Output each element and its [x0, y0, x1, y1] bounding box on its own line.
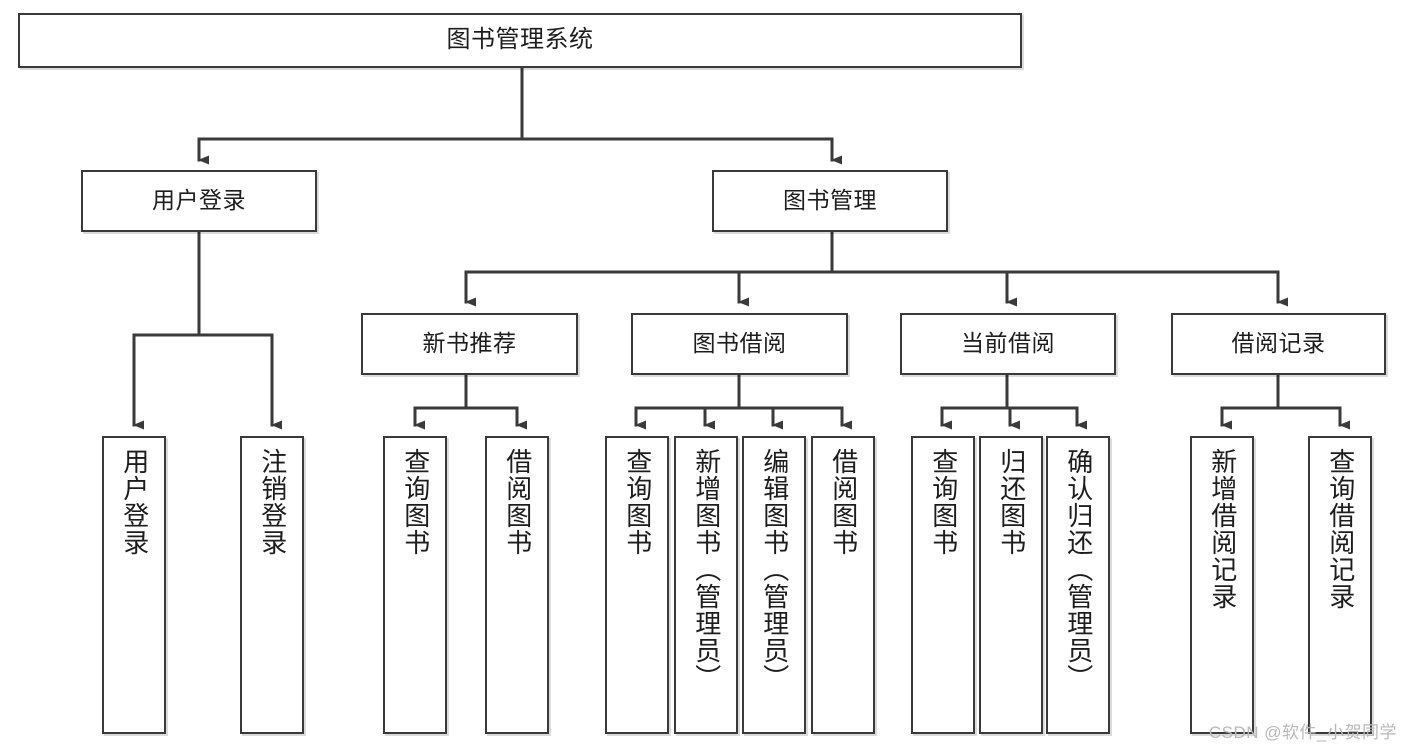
- node-new-book-recommend[interactable]: 新书推荐: [361, 313, 578, 375]
- leaf-add-book-admin-label: 新增图书（管理员）: [691, 448, 722, 691]
- leaf-borrow-book[interactable]: 借阅图书: [811, 436, 875, 734]
- leaf-query-book-current-label: 查询图书: [928, 448, 959, 556]
- leaf-edit-book-admin[interactable]: 编辑图书（管理员）: [742, 436, 806, 734]
- leaf-query-book-newbook[interactable]: 查询图书: [383, 436, 447, 734]
- leaf-confirm-return-admin-label: 确认归还（管理员）: [1063, 448, 1094, 691]
- leaf-confirm-return-admin[interactable]: 确认归还（管理员）: [1046, 436, 1110, 734]
- leaf-add-borrow-record[interactable]: 新增借阅记录: [1190, 436, 1254, 734]
- leaf-return-book[interactable]: 归还图书: [979, 436, 1043, 734]
- node-borrow-record-label: 借阅记录: [1231, 330, 1326, 357]
- node-book-management-label: 图书管理: [783, 187, 877, 214]
- leaf-logout-label: 注销登录: [257, 448, 288, 556]
- leaf-return-book-label: 归还图书: [996, 448, 1027, 556]
- node-user-login-label: 用户登录: [152, 187, 246, 214]
- leaf-add-book-admin[interactable]: 新增图书（管理员）: [674, 436, 738, 734]
- leaf-borrow-book-label: 借阅图书: [828, 448, 859, 556]
- node-borrow-record[interactable]: 借阅记录: [1171, 313, 1386, 375]
- node-current-borrow[interactable]: 当前借阅: [900, 313, 1116, 375]
- node-book-borrow[interactable]: 图书借阅: [631, 313, 848, 375]
- leaf-borrow-book-newbook[interactable]: 借阅图书: [485, 436, 549, 734]
- node-book-management[interactable]: 图书管理: [712, 170, 948, 232]
- leaf-query-borrow-record-label: 查询借阅记录: [1325, 448, 1356, 610]
- leaf-user-login-label: 用户登录: [119, 448, 150, 556]
- leaf-borrow-book-newbook-label: 借阅图书: [502, 448, 533, 556]
- node-new-book-recommend-label: 新书推荐: [422, 330, 517, 357]
- node-current-borrow-label: 当前借阅: [961, 330, 1055, 357]
- leaf-add-borrow-record-label: 新增借阅记录: [1207, 448, 1238, 610]
- leaf-user-login[interactable]: 用户登录: [102, 436, 166, 734]
- leaf-query-book-current[interactable]: 查询图书: [911, 436, 975, 734]
- leaf-query-book-borrow[interactable]: 查询图书: [605, 436, 669, 734]
- node-user-login[interactable]: 用户登录: [81, 170, 317, 232]
- leaf-query-book-borrow-label: 查询图书: [622, 448, 653, 556]
- node-book-borrow-label: 图书借阅: [692, 330, 787, 357]
- node-root[interactable]: 图书管理系统: [18, 13, 1022, 68]
- leaf-query-borrow-record[interactable]: 查询借阅记录: [1308, 436, 1372, 734]
- leaf-query-book-newbook-label: 查询图书: [400, 448, 431, 556]
- leaf-logout[interactable]: 注销登录: [240, 436, 304, 734]
- leaf-edit-book-admin-label: 编辑图书（管理员）: [759, 448, 790, 691]
- node-root-label: 图书管理系统: [446, 26, 594, 54]
